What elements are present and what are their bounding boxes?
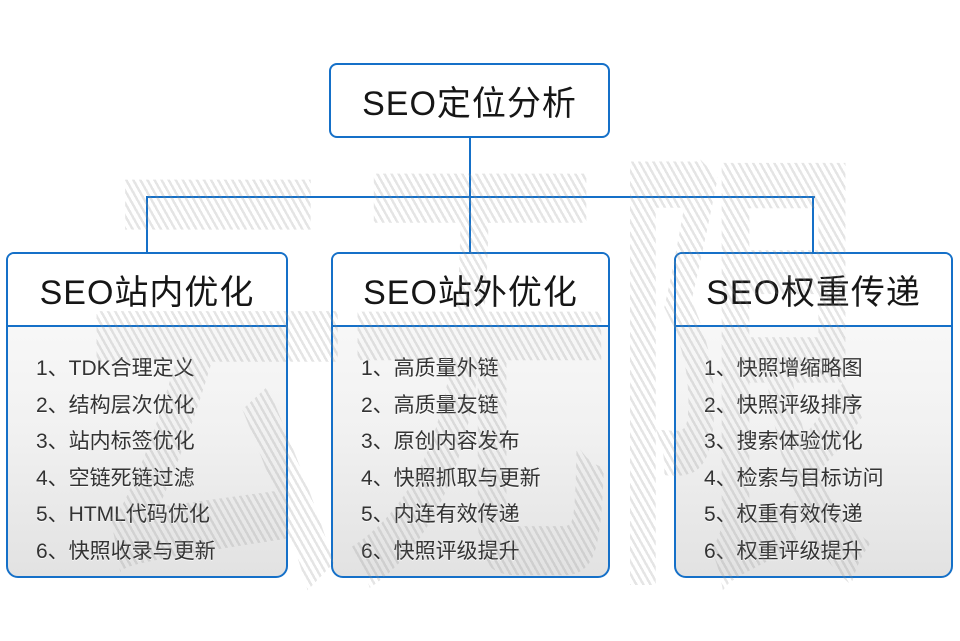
connector-root-trunk <box>469 138 471 197</box>
list-item: 1、TDK合理定义 <box>36 357 195 380</box>
list-item: 4、快照抓取与更新 <box>361 466 541 490</box>
column-offsite-list: 1、高质量外链 2、高质量友链 3、原创内容发布 4、快照抓取与更新 5、内连有… <box>333 327 608 570</box>
root-node: SEO定位分析 <box>329 63 610 138</box>
column-weight-header: SEO权重传递 <box>676 254 951 327</box>
list-item: 6、权重评级提升 <box>704 539 863 563</box>
list-item: 4、检索与目标访问 <box>704 466 884 490</box>
list-item: 5、HTML代码优化 <box>36 503 210 526</box>
list-item: 1、高质量外链 <box>361 357 499 380</box>
connector-drop-middle <box>469 196 471 253</box>
column-offsite: SEO站外优化 1、高质量外链 2、高质量友链 3、原创内容发布 4、快照抓取与… <box>331 252 610 578</box>
column-offsite-header: SEO站外优化 <box>333 254 608 327</box>
column-onsite-header: SEO站内优化 <box>8 254 286 327</box>
column-onsite: SEO站内优化 1、TDK合理定义 2、结构层次优化 3、站内标签优化 4、空链… <box>6 252 288 578</box>
column-onsite-list: 1、TDK合理定义 2、结构层次优化 3、站内标签优化 4、空链死链过滤 5、H… <box>8 327 286 570</box>
list-item: 3、站内标签优化 <box>36 430 195 453</box>
connector-drop-right <box>812 196 814 253</box>
list-item: 6、快照收录与更新 <box>36 539 216 563</box>
connector-horizontal <box>146 196 815 198</box>
connector-drop-left <box>146 196 148 253</box>
list-item: 3、原创内容发布 <box>361 430 520 453</box>
list-item: 2、结构层次优化 <box>36 393 195 417</box>
list-item: 3、搜索体验优化 <box>704 430 863 453</box>
list-item: 2、快照评级排序 <box>704 393 863 417</box>
column-offsite-title: SEO站外优化 <box>363 274 578 312</box>
column-weight-list: 1、快照增缩略图 2、快照评级排序 3、搜索体验优化 4、检索与目标访问 5、权… <box>676 327 951 570</box>
list-item: 5、内连有效传递 <box>361 503 520 526</box>
list-item: 4、空链死链过滤 <box>36 466 195 490</box>
list-item: 5、权重有效传递 <box>704 503 863 526</box>
list-item: 1、快照增缩略图 <box>704 357 863 380</box>
root-node-label: SEO定位分析 <box>362 85 577 123</box>
column-weight-title: SEO权重传递 <box>706 274 921 312</box>
list-item: 6、快照评级提升 <box>361 539 520 563</box>
list-item: 2、高质量友链 <box>361 393 499 417</box>
column-onsite-title: SEO站内优化 <box>39 274 255 312</box>
column-weight: SEO权重传递 1、快照增缩略图 2、快照评级排序 3、搜索体验优化 4、检索与… <box>674 252 953 578</box>
